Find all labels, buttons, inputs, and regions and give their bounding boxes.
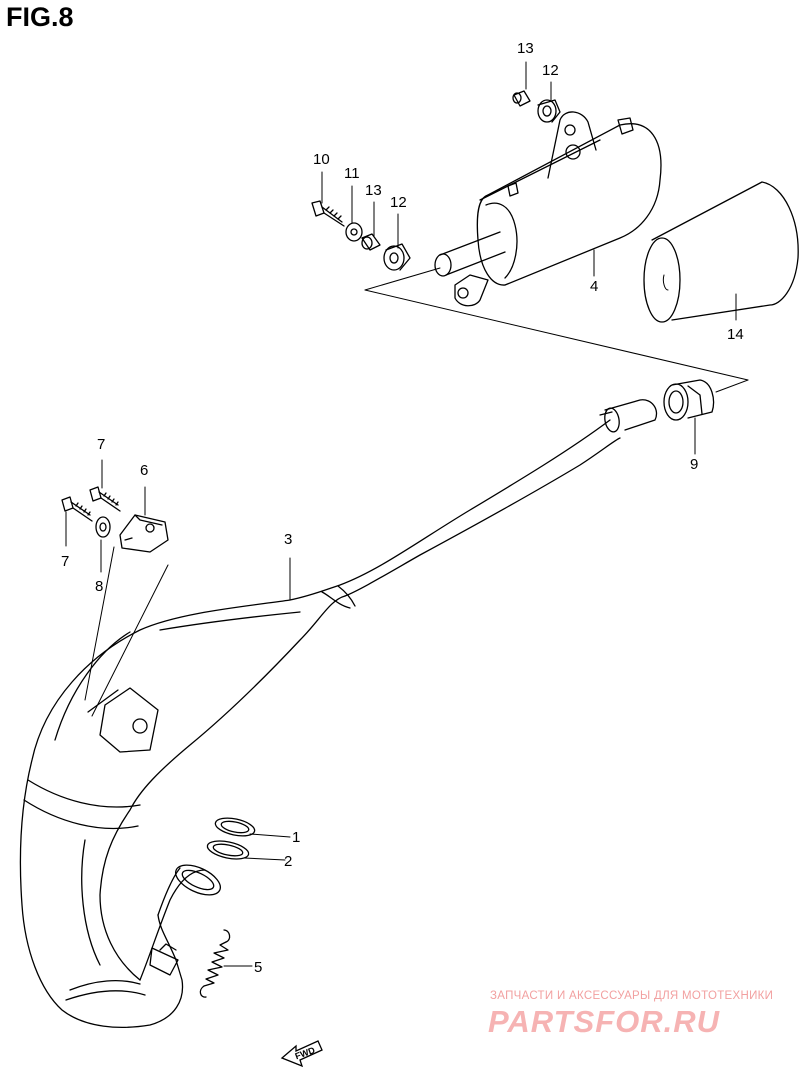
part-label-13-top: 13 [517,40,534,57]
fwd-label: FWD [294,1045,317,1062]
washer-part-8 [95,516,111,538]
packing-part-14 [643,181,799,323]
spring-part-5 [199,929,231,998]
watermark-logo: PARTSFOR.RU [488,1004,721,1039]
part-label-7-lower: 7 [61,553,69,570]
silencer-part-4 [364,111,749,393]
part-label-6: 6 [140,462,148,479]
bolt-part-10 [311,200,345,227]
part-label-7-upper: 7 [97,436,105,453]
part-label-8: 8 [95,578,103,595]
part-label-4: 4 [590,278,598,295]
part-label-5: 5 [254,959,262,976]
bolt-part-7-upper [89,486,121,512]
collar-part-13-top [512,90,531,107]
part-label-12-top: 12 [542,62,559,79]
washer-part-11 [345,222,363,242]
fwd-arrow-icon: FWD [280,1040,323,1068]
gasket-part-1 [214,817,256,837]
collar-part-13 [361,233,381,251]
part-label-1: 1 [292,829,300,846]
part-label-3: 3 [284,531,292,548]
damper-part-12 [383,243,411,271]
gasket-part-2 [206,840,250,860]
exhaust-chamber-part-3 [19,399,658,1029]
part-label-10: 10 [313,151,330,168]
part-label-9: 9 [690,456,698,473]
part-label-14: 14 [727,326,744,343]
part-label-12: 12 [390,194,407,211]
figure-title: FIG.8 [6,2,74,32]
leader-lines [65,61,737,967]
damper-part-12-top [537,99,561,123]
part-label-2: 2 [284,853,292,870]
part-label-11: 11 [344,165,360,182]
bracket-part-6 [84,514,169,717]
bolt-part-7-lower [61,496,93,522]
watermark-subtitle: ЗАПЧАСТИ И АКСЕССУАРЫ ДЛЯ МОТОТЕХНИКИ [490,990,774,1002]
part-label-13: 13 [365,182,382,199]
joint-part-9 [663,379,715,421]
